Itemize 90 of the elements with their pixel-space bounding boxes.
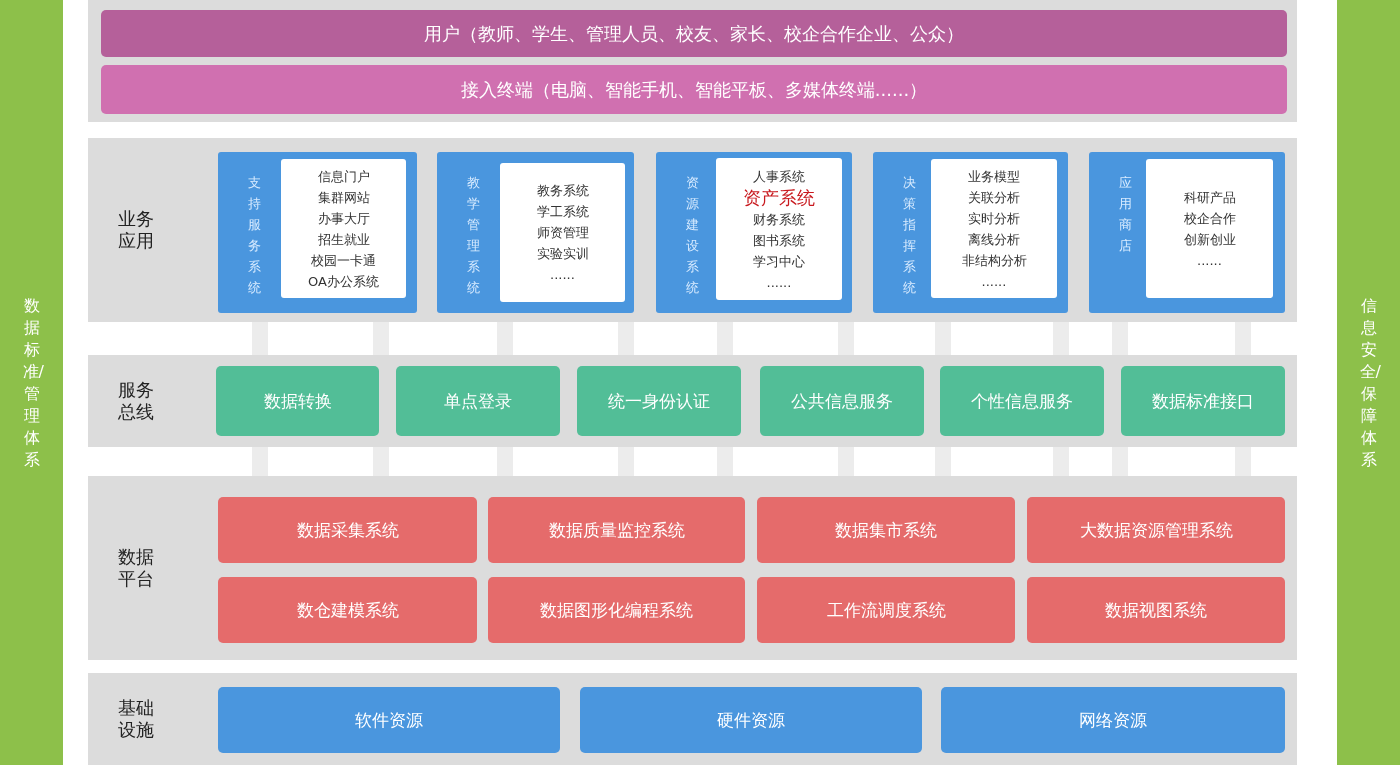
list-item: 离线分析: [968, 230, 1020, 249]
list-item: 校企合作: [1183, 209, 1236, 228]
user-bar: [101, 10, 1287, 57]
system-panel: [1089, 152, 1285, 313]
list-item: 关联分析: [968, 188, 1020, 207]
layer-title: 数据平台: [118, 546, 155, 590]
service-box: [577, 366, 741, 436]
box-label: 数仓建模系统: [296, 598, 399, 622]
layer-title: 基础设施: [118, 697, 155, 741]
system-title: 支持服务系统: [248, 174, 262, 297]
resource-box: [580, 687, 922, 753]
box-label: 数据标准接口: [1152, 389, 1254, 413]
resource-box: [218, 687, 560, 753]
system-panel: [873, 152, 1068, 313]
service-box: [396, 366, 560, 436]
system-box: [1027, 577, 1285, 643]
list-item: 财务系统: [753, 210, 805, 229]
list-item: 业务模型: [968, 167, 1020, 186]
list-item: 图书系统: [753, 231, 805, 250]
resource-box: [941, 687, 1285, 753]
system-title: 决策指挥系统: [903, 174, 917, 297]
box-label: 统一身份认证: [608, 389, 710, 413]
list-item: 师资管理: [536, 224, 589, 242]
box-label: 硬件资源: [717, 708, 785, 732]
box-label: 网络资源: [1079, 708, 1147, 732]
layer-band: [88, 673, 1297, 765]
list-item: 集群网站: [317, 188, 370, 207]
box-label: 工作流调度系统: [826, 598, 946, 622]
list-item: 学习中心: [753, 252, 805, 271]
layer-title: 服务总线: [118, 379, 155, 423]
system-title: 资源建设系统: [686, 174, 700, 297]
list-item: 人事系统: [753, 167, 805, 186]
system-title: 教学管理系统: [467, 174, 481, 297]
system-box: [757, 497, 1015, 563]
system-box: [488, 577, 745, 643]
list-item: ......: [1197, 251, 1222, 270]
list-item: 非结构分析: [961, 251, 1027, 270]
list-item: OA办公系统: [308, 272, 379, 291]
box-label: 数据转换: [263, 389, 332, 413]
box-label: 数据图形化编程系统: [540, 598, 693, 622]
list-item: 办事大厅: [317, 209, 370, 228]
system-box: [1027, 497, 1285, 563]
list-card: [281, 159, 406, 298]
list-item: 实时分析: [968, 209, 1020, 228]
list-card: [1146, 159, 1273, 298]
system-panel: [218, 152, 417, 313]
layer-title: 业务应用: [118, 208, 155, 252]
service-box: [940, 366, 1104, 436]
layer-band: [88, 476, 1297, 660]
list-item: ......: [766, 273, 792, 292]
system-box: [218, 497, 477, 563]
list-item: 招生就业: [317, 230, 370, 249]
side-panel: [1337, 0, 1400, 765]
layer-band: [88, 355, 1297, 447]
box-label: 用户（教师、学生、管理人员、校友、家长、校企合作企业、公众）: [424, 21, 964, 46]
system-panel: [656, 152, 852, 313]
box-label: 大数据资源管理系统: [1079, 518, 1233, 542]
list-item: 科研产品: [1183, 188, 1236, 207]
box-label: 接入终端（电脑、智能手机、智能平板、多媒体终端......）: [460, 77, 928, 102]
list-item: 校园一卡通: [311, 251, 376, 270]
list-item: ......: [550, 266, 575, 284]
box-label: 公共信息服务: [791, 389, 893, 413]
list-card: [716, 158, 842, 300]
layer-band: [88, 138, 1297, 322]
system-box: [488, 497, 745, 563]
list-item: 创新创业: [1183, 230, 1236, 249]
list-item: ......: [981, 272, 1007, 291]
list-item: 学工系统: [536, 203, 589, 221]
list-item: 实验实训: [536, 245, 589, 263]
box-label: 数据集市系统: [835, 518, 937, 542]
system-title: 应用商店: [1119, 174, 1133, 255]
list-card: [931, 159, 1057, 298]
side-panel: [0, 0, 63, 765]
list-item: 资产系统: [743, 186, 815, 209]
list-item: 信息门户: [317, 167, 370, 186]
box-label: 单点登录: [444, 389, 512, 413]
system-panel: [437, 152, 634, 313]
system-box: [757, 577, 1015, 643]
box-label: 个性信息服务: [971, 389, 1073, 413]
system-box: [218, 577, 477, 643]
service-box: [1121, 366, 1285, 436]
box-label: 数据采集系统: [296, 518, 399, 542]
box-label: 数据视图系统: [1105, 598, 1207, 622]
service-box: [216, 366, 379, 436]
box-label: 数据质量监控系统: [548, 518, 685, 542]
service-box: [760, 366, 924, 436]
list-card: [500, 163, 625, 302]
box-label: 软件资源: [355, 708, 423, 732]
terminal-bar: [101, 65, 1287, 114]
list-item: 教务系统: [536, 182, 589, 200]
